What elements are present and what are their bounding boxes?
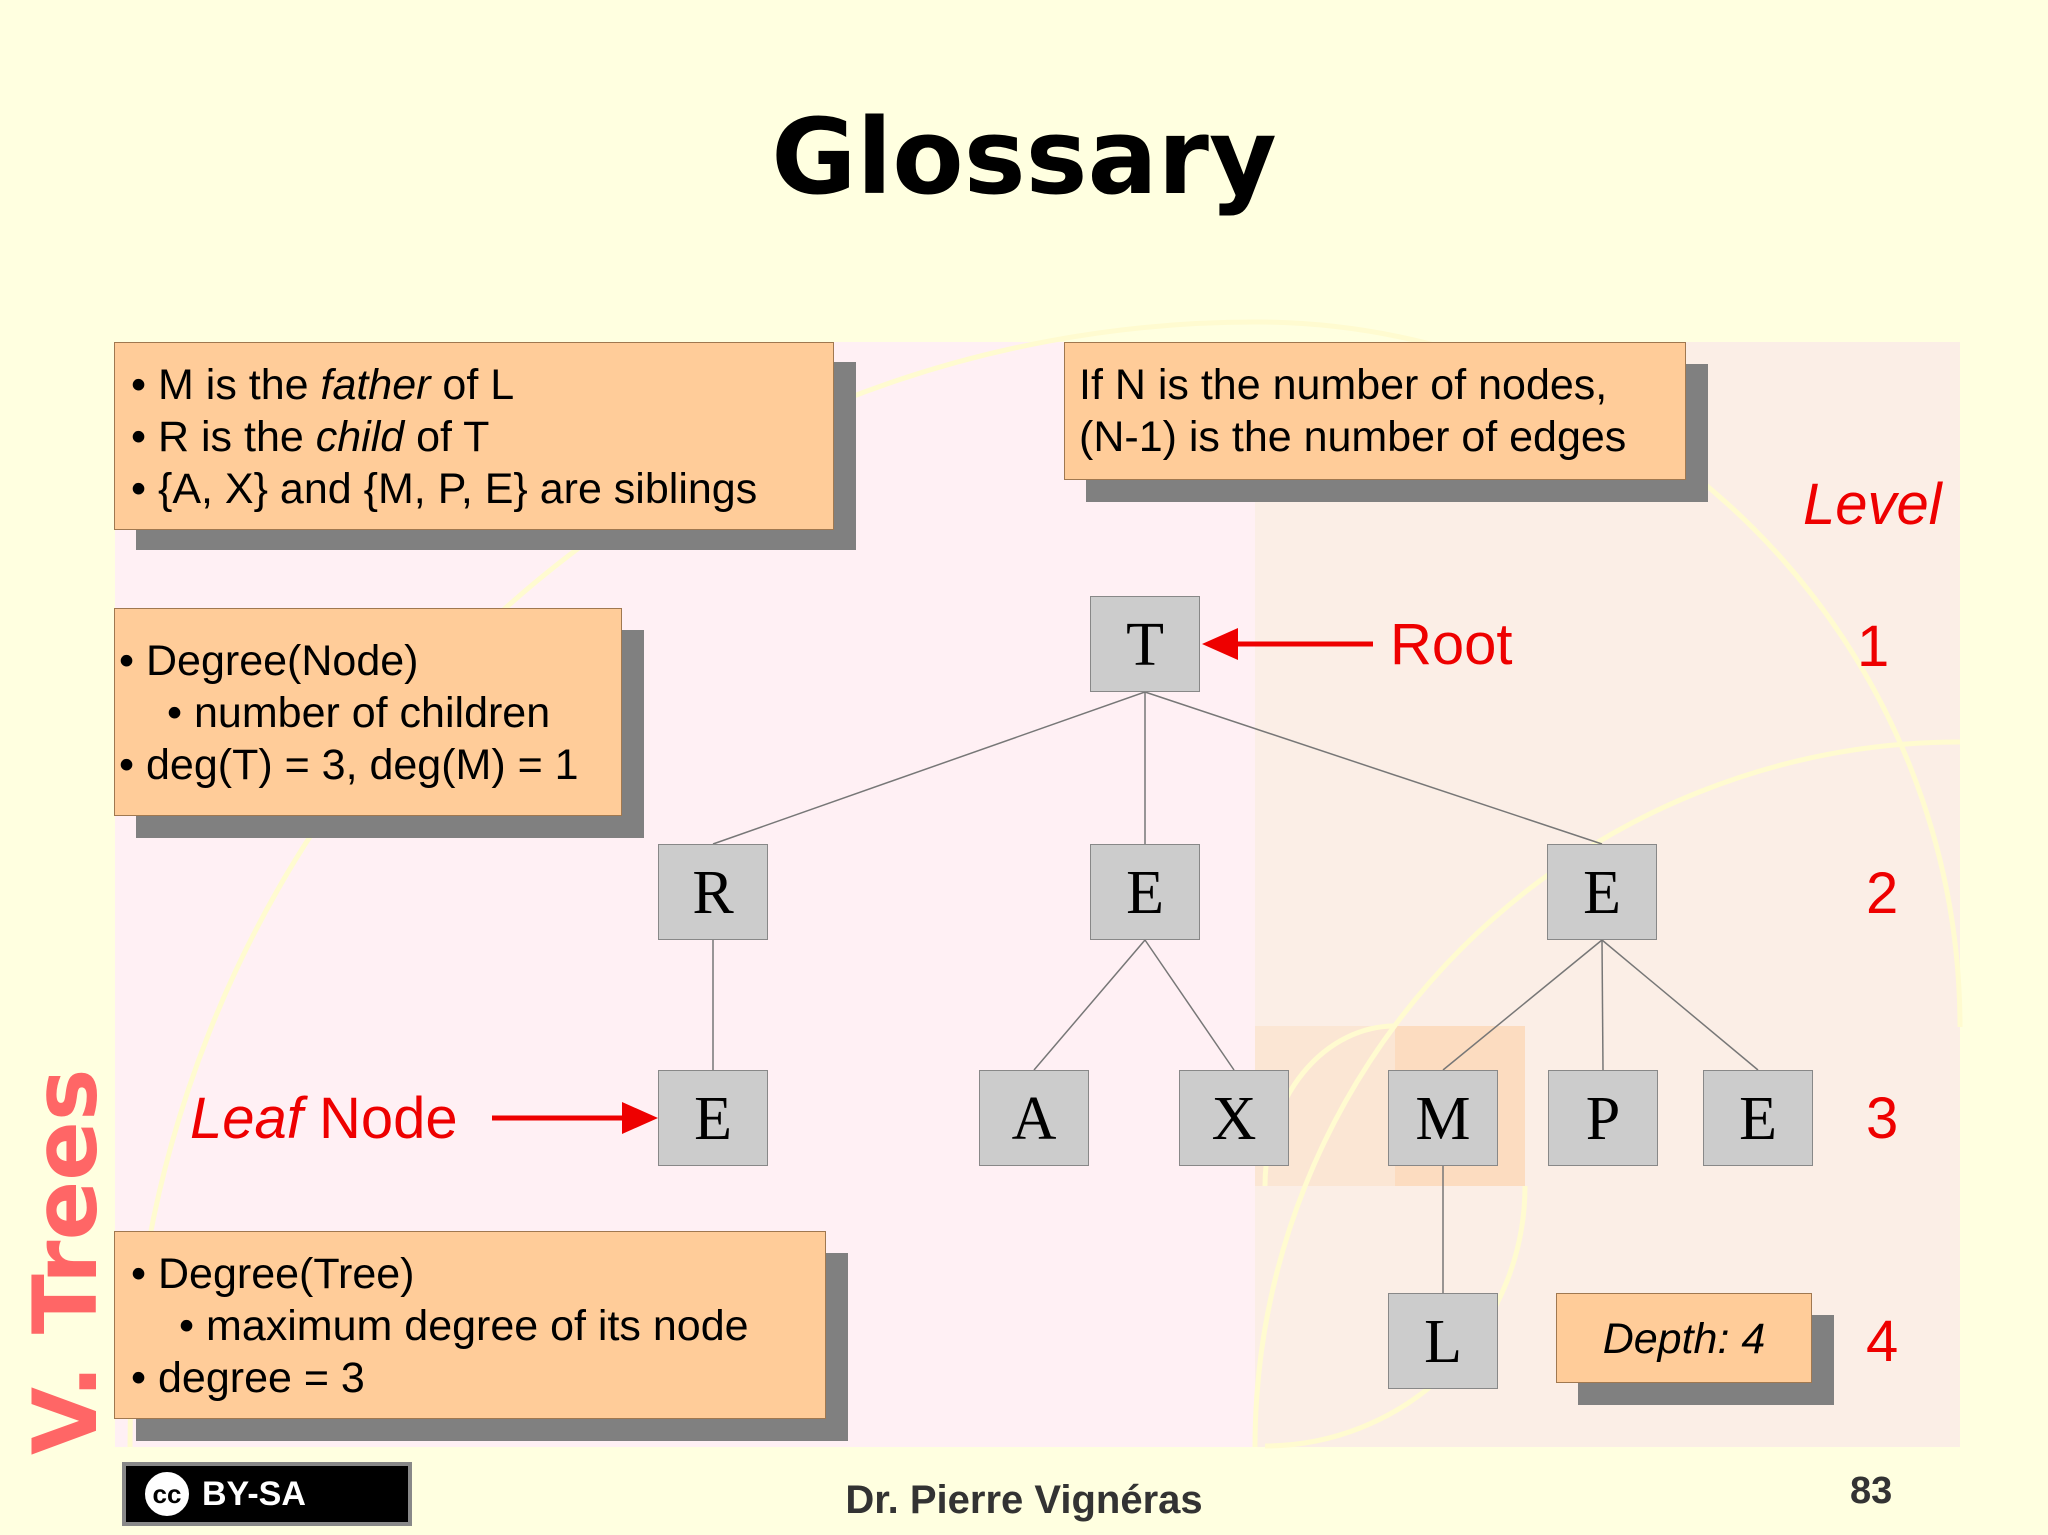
degree-node-line-2: • number of children <box>167 689 551 737</box>
leaf-arrow <box>492 1102 658 1134</box>
tree-edge-t-e2 <box>1144 691 1603 845</box>
degree-tree-line-3: • degree = 3 <box>131 1354 365 1402</box>
tree-edge-e1-a <box>1033 939 1146 1071</box>
spiral-arc-1 <box>1252 739 1961 1448</box>
tree-node-e4: E <box>1703 1070 1813 1166</box>
tree-node-r: R <box>658 844 768 940</box>
degree-tree-line-2: • maximum degree of its node <box>179 1302 749 1350</box>
relations-line-1: • M is the father of L <box>131 361 515 409</box>
depth-box: Depth: 4 <box>1556 1293 1812 1383</box>
edges-line-2: (N-1) is the number of edges <box>1079 413 1627 461</box>
tree-edge-e2-e4 <box>1601 939 1759 1071</box>
box-relations: • M is the father of L • R is the child … <box>114 342 834 530</box>
root-label: Root <box>1390 612 1513 677</box>
box-degree-tree: • Degree(Tree) • maximum degree of its n… <box>114 1231 826 1419</box>
tree-edge-e2-m <box>1442 939 1603 1071</box>
level-4: 4 <box>1866 1309 1899 1374</box>
tree-node-a: A <box>979 1070 1089 1166</box>
degree-node-line-3: • deg(T) = 3, deg(M) = 1 <box>119 741 579 789</box>
root-arrow <box>1202 628 1373 660</box>
tree-node-l: L <box>1388 1293 1498 1389</box>
degree-node-line-1: • Degree(Node) <box>119 637 419 685</box>
tree-node-m: M <box>1388 1070 1498 1166</box>
relations-line-2: • R is the child of T <box>131 413 490 461</box>
relations-line-3: • {A, X} and {M, P, E} are siblings <box>131 465 758 513</box>
author: Dr. Pierre Vignéras <box>845 1478 1203 1522</box>
section-side-title: V. Trees <box>14 1068 117 1455</box>
slide-title: Glossary <box>771 96 1277 218</box>
box-degree-node: • Degree(Node) • number of children • de… <box>114 608 622 816</box>
cc-license-badge[interactable]: cc BY-SA <box>122 1462 412 1526</box>
tree-node-e1: E <box>1090 844 1200 940</box>
tree-node-e2: E <box>1547 844 1657 940</box>
tree-node-e3: E <box>658 1070 768 1166</box>
level-label: Level <box>1803 472 1942 537</box>
page-number: 83 <box>1850 1470 1893 1512</box>
tree-edge-t-r <box>712 691 1146 845</box>
tree-node-x: X <box>1179 1070 1289 1166</box>
degree-tree-line-1: • Degree(Tree) <box>131 1250 415 1298</box>
tree-edge-e1-x <box>1144 939 1235 1071</box>
tree-node-t: T <box>1090 596 1200 692</box>
level-3: 3 <box>1866 1086 1899 1151</box>
leaf-node-label: Leaf Node <box>190 1086 458 1151</box>
edges-line-1: If N is the number of nodes, <box>1079 361 1608 409</box>
license-label: BY-SA <box>202 1474 306 1513</box>
box-edges: If N is the number of nodes, (N-1) is th… <box>1064 342 1686 480</box>
tree-node-p: P <box>1548 1070 1658 1166</box>
cc-icon: cc <box>142 1469 192 1519</box>
level-2: 2 <box>1866 861 1899 926</box>
level-1: 1 <box>1857 614 1890 679</box>
tree-edge-e2-p <box>1601 939 1604 1071</box>
